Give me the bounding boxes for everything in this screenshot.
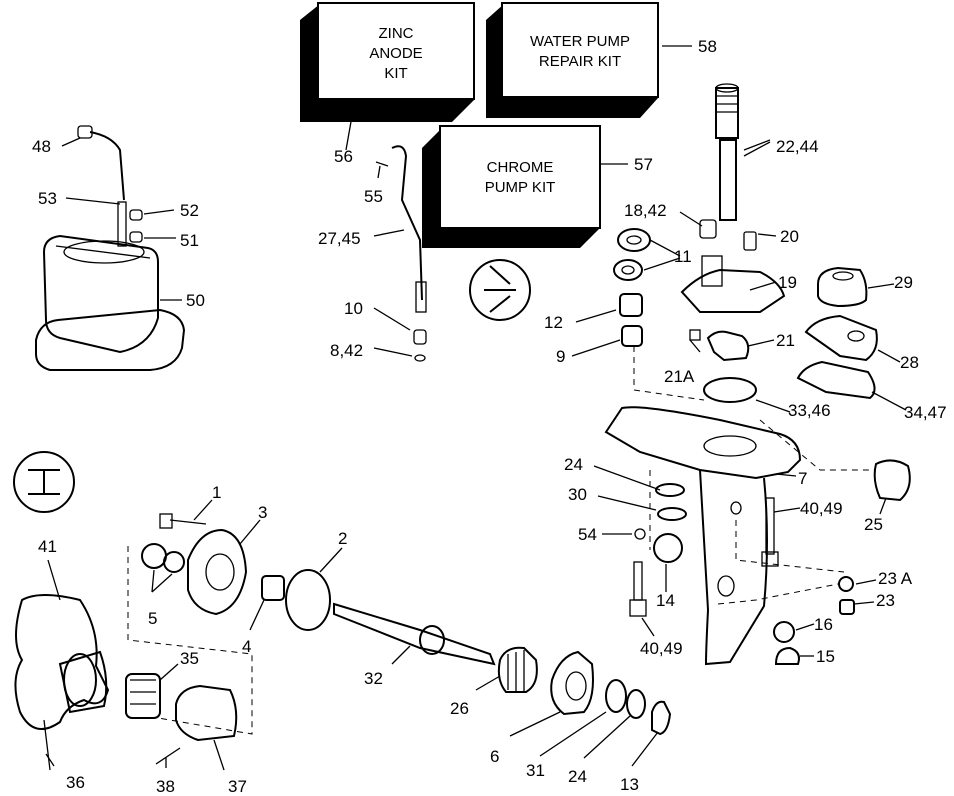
label-19: 19 (778, 273, 797, 292)
label-22-44: 22,44 (776, 137, 819, 156)
label-48: 48 (32, 137, 51, 156)
label-8-42: 8,42 (330, 341, 363, 360)
label-14: 14 (656, 591, 675, 610)
label-23: 23 (876, 591, 895, 610)
label-15: 15 (816, 647, 835, 666)
label-50: 50 (186, 291, 205, 310)
zinc-kit-line-3: KIT (384, 65, 407, 82)
chrome-kit-line-1: CHROME (487, 159, 554, 176)
label-52: 52 (180, 201, 199, 220)
shift-rod-assembly (375, 145, 427, 362)
label-7: 7 (798, 469, 807, 488)
label-53: 53 (38, 189, 57, 208)
label-13: 13 (620, 775, 639, 794)
drive-shaft (715, 83, 739, 221)
label-1: 1 (212, 483, 221, 502)
shift-rod-cover-assembly (35, 125, 186, 371)
chrome-pump-kit-box: CHROME PUMP KIT (422, 125, 601, 248)
propeller-assembly (13, 451, 110, 771)
label-4: 4 (242, 637, 251, 656)
label-36: 36 (66, 773, 85, 792)
label-29: 29 (894, 273, 913, 292)
label-40-49-upper: 40,49 (800, 499, 843, 518)
bearing-carrier-parts (125, 513, 331, 765)
label-34-47: 34,47 (904, 403, 947, 422)
label-18-42: 18,42 (624, 201, 667, 220)
label-12: 12 (544, 313, 563, 332)
label-6: 6 (490, 747, 499, 766)
label-23a: 23 A (878, 569, 913, 588)
label-10: 10 (344, 299, 363, 318)
label-3: 3 (258, 503, 267, 522)
label-21a: 21A (664, 367, 695, 386)
label-24-lower: 24 (568, 767, 587, 786)
water-pump-parts (680, 219, 878, 403)
label-37: 37 (228, 777, 247, 796)
water-pump-kit-line-1: WATER PUMP (530, 33, 630, 50)
label-54: 54 (578, 525, 597, 544)
zinc-kit-line-2: ANODE (369, 45, 422, 62)
label-30: 30 (568, 485, 587, 504)
label-21: 21 (776, 331, 795, 350)
label-24-upper: 24 (564, 455, 583, 474)
label-9: 9 (556, 347, 565, 366)
water-pump-kit-line-2: REPAIR KIT (539, 53, 621, 70)
chrome-kit-line-2: PUMP KIT (485, 179, 556, 196)
label-41: 41 (38, 537, 57, 556)
gearcase-fasteners (629, 459, 911, 665)
label-25: 25 (864, 515, 883, 534)
label-57: 57 (634, 155, 653, 174)
label-20: 20 (780, 227, 799, 246)
label-27-45: 27,45 (318, 229, 361, 248)
leader-lines (45, 45, 907, 771)
label-32: 32 (364, 669, 383, 688)
label-26: 26 (450, 699, 469, 718)
zinc-kit-line-1: ZINC (379, 25, 414, 42)
label-28: 28 (900, 353, 919, 372)
label-33-46: 33,46 (788, 401, 831, 420)
zinc-anode-kit-box: ZINC ANODE KIT (300, 2, 475, 122)
label-58: 58 (698, 37, 717, 56)
propeller-shaft-and-gears (333, 602, 672, 736)
label-11: 11 (674, 247, 692, 266)
label-51: 51 (180, 231, 199, 250)
label-16: 16 (814, 615, 833, 634)
water-pump-repair-kit-box: WATER PUMP REPAIR KIT (486, 2, 659, 118)
label-31: 31 (526, 761, 545, 780)
callout-labels: 56 58 57 48 53 52 51 50 55 27,45 10 8,42… (32, 37, 947, 796)
label-38: 38 (156, 777, 175, 796)
label-56: 56 (334, 147, 353, 166)
label-5: 5 (148, 609, 157, 628)
label-35: 35 (180, 649, 199, 668)
label-40-49-lower: 40,49 (640, 639, 683, 658)
label-55: 55 (364, 187, 383, 206)
label-2: 2 (338, 529, 347, 548)
alignment-lines (127, 346, 876, 735)
